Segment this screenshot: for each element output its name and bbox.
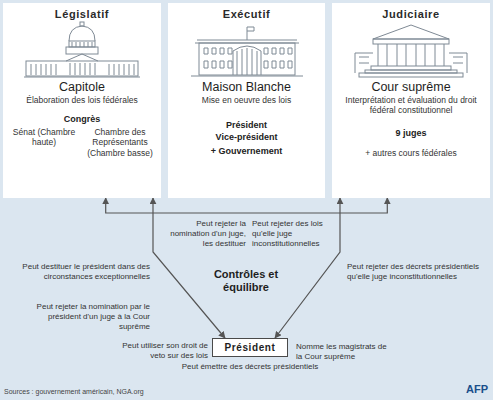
branch-heading: Judiciaire	[337, 8, 485, 20]
check-note: Peut émettre des décrets présidentiels	[180, 362, 320, 372]
member-text: 9 juges	[337, 127, 485, 139]
check-note: Peut rejeter la nomination par le présid…	[22, 302, 150, 332]
source-note: Sources : gouvernement américain, NGA.or…	[4, 388, 204, 397]
building-name: Cour suprême	[337, 80, 485, 94]
white-house-drawing	[187, 21, 307, 79]
check-note: Peut destituer le président dans des cir…	[22, 262, 150, 282]
role-text: Élaboration des lois fédérales	[8, 95, 156, 105]
building-name: Capitole	[8, 80, 156, 94]
role-text: Mise en oeuvre des lois	[173, 95, 320, 105]
body-text: Sénat (Chambre haute)	[8, 127, 80, 158]
branch-panel: Exécutif Maison BlancheMise en oeuvre de…	[168, 3, 325, 198]
branch-heading: Législatif	[8, 8, 156, 20]
body-text: Chambre des Représentants (Chambre basse…	[84, 127, 156, 158]
member-text: + Gouvernement	[173, 145, 320, 157]
watermark: AFP	[440, 383, 488, 397]
president-box: Président	[212, 338, 288, 357]
check-note: Peut rejeter des décrets présidentiels q…	[347, 262, 483, 282]
branch-heading: Exécutif	[173, 8, 320, 20]
check-note: Peut rejeter la nomination d'un juge, le…	[164, 219, 246, 249]
box-title: Président	[215, 342, 285, 353]
check-arrow	[106, 198, 388, 213]
center-title: Contrôles et équilibre	[196, 268, 296, 294]
check-note: Nomme les magistrats de la Cour suprême	[296, 342, 388, 362]
capitol-drawing	[22, 21, 142, 79]
member-text: Vice-président	[173, 131, 320, 143]
illustration-slot	[8, 21, 156, 79]
illustration-slot	[337, 21, 485, 79]
role-text: Interprétation et évaluation du droit fé…	[337, 95, 485, 115]
building-name: Maison Blanche	[173, 80, 320, 94]
branch-panel: Législatif CapitoleÉlaboration des lois …	[3, 3, 161, 198]
member-text: Président	[173, 119, 320, 131]
body-text: + autres cours fédérales	[337, 148, 485, 158]
check-note: Peut rejeter des lois qu'elle juge incon…	[252, 219, 332, 249]
supreme-court-drawing	[351, 21, 471, 79]
check-note: Peut utiliser son droit de veto sur des …	[112, 341, 208, 361]
branch-panel: Judiciaire Cour suprêmeInterprétation et…	[332, 3, 490, 198]
illustration-slot	[173, 21, 320, 79]
body-heading: Congrès	[8, 114, 156, 124]
